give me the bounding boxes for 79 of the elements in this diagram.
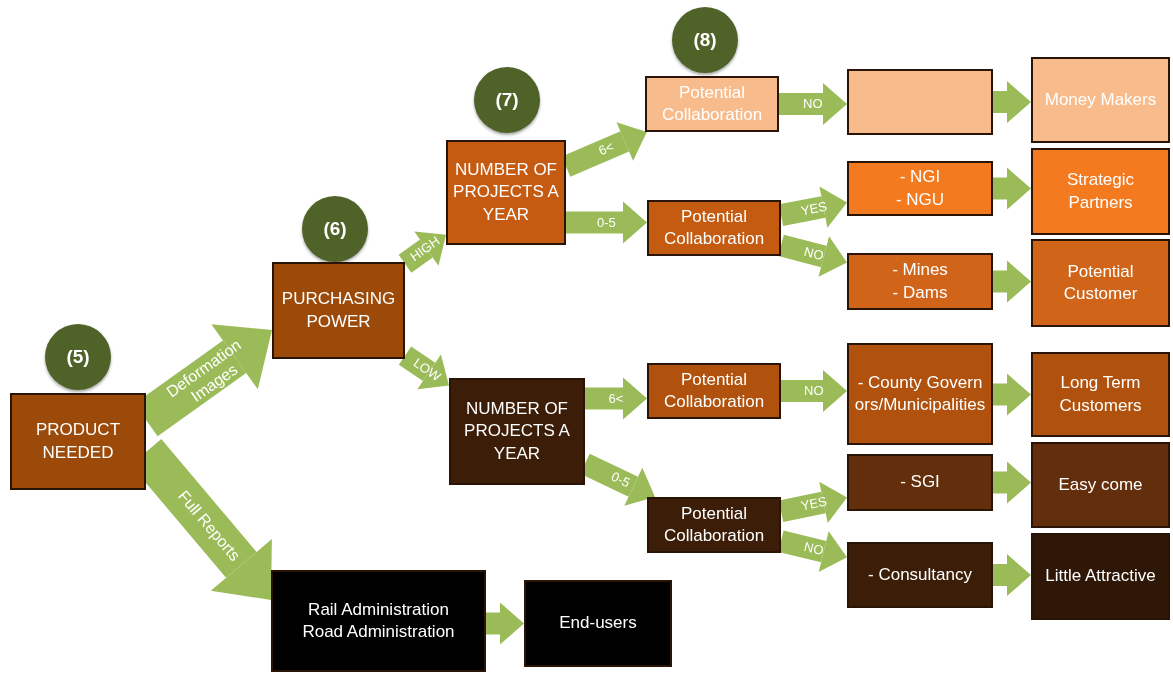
- box-label: - Dams: [892, 281, 948, 304]
- process-box: [847, 69, 993, 135]
- edge-label: LOW: [410, 356, 444, 385]
- box-label: PURCHASING POWER: [280, 288, 397, 333]
- box-label: Potential Customer: [1062, 260, 1139, 305]
- arrow: [398, 346, 449, 390]
- box-label: Little Attractive: [1045, 565, 1156, 588]
- box-label: Money Makers: [1044, 88, 1157, 111]
- box-label: PRODUCT NEEDED: [34, 419, 122, 464]
- step-number: (5): [66, 344, 90, 369]
- edge-label: 0-5: [597, 215, 616, 230]
- arrow: [779, 83, 847, 125]
- box-label: Easy come: [1058, 473, 1143, 496]
- box-label: Potential Collaboration: [662, 205, 766, 250]
- process-box: [449, 378, 585, 485]
- process-box: [524, 580, 672, 667]
- box-label: Strategic Partners: [1065, 169, 1136, 214]
- box-label: End-users: [559, 612, 637, 635]
- arrow: [993, 461, 1031, 504]
- process-box: [847, 542, 993, 608]
- arrow: [993, 81, 1031, 123]
- process-box: [647, 363, 781, 419]
- arrow: [993, 554, 1031, 596]
- process-box: [847, 161, 993, 216]
- arrow: [566, 201, 647, 244]
- box-label: - SGI: [900, 471, 940, 494]
- step-badge: [45, 324, 111, 390]
- box-label: NUMBER OF PROJECTS A YEAR: [452, 159, 560, 226]
- edge-label: YES: [799, 494, 829, 515]
- box-label: - County Governors/Municipalities: [853, 371, 987, 416]
- box-label: Potential Collaboration: [660, 81, 764, 126]
- edge-label: 6<: [596, 140, 616, 159]
- arrow: [993, 373, 1031, 416]
- process-box: [847, 343, 993, 445]
- process-box: [645, 76, 779, 132]
- process-box: [271, 570, 486, 672]
- edge-label: 0-5: [608, 470, 632, 491]
- box-label: - Consultancy: [868, 563, 972, 586]
- process-box: [1031, 148, 1170, 235]
- arrow: [486, 602, 524, 645]
- step-badge: [672, 7, 738, 73]
- process-box: [272, 262, 405, 359]
- edge-label: 6<: [608, 391, 624, 406]
- process-box: [847, 253, 993, 310]
- step-number: (7): [495, 87, 519, 112]
- arrow: [993, 167, 1031, 210]
- process-box: [647, 497, 781, 553]
- process-box: [10, 393, 146, 490]
- box-label: Rail Administration: [308, 598, 449, 621]
- edge-label: YES: [799, 199, 829, 219]
- edge-label: NO: [802, 244, 825, 264]
- step-number: (8): [693, 27, 717, 52]
- arrow: [398, 231, 446, 273]
- edge-label: NO: [803, 97, 823, 112]
- arrow: [585, 377, 647, 420]
- box-label: - NGI: [899, 166, 941, 189]
- box-label: Potential Collaboration: [662, 368, 766, 413]
- process-box: [446, 140, 566, 245]
- box-label: - NGU: [895, 188, 945, 211]
- process-box: [1031, 442, 1170, 528]
- step-badge: [474, 67, 540, 133]
- arrow: [781, 370, 847, 412]
- box-label: - Mines: [892, 259, 948, 282]
- process-box: [1031, 352, 1170, 437]
- process-box: [1031, 57, 1170, 143]
- box-label: Long Term Customers: [1058, 372, 1143, 417]
- process-box: [847, 454, 993, 511]
- arrow: [993, 260, 1031, 303]
- step-badge: [302, 196, 368, 262]
- box-label: NUMBER OF PROJECTS A YEAR: [463, 398, 571, 465]
- edge-label: NO: [802, 540, 825, 559]
- box-label: Potential Collaboration: [662, 502, 766, 547]
- process-box: [647, 200, 781, 256]
- arrow: [778, 234, 847, 277]
- process-box: [1031, 239, 1170, 327]
- process-box: [1031, 533, 1170, 620]
- box-label: Road Administration: [302, 621, 455, 643]
- edge-label: NO: [804, 384, 824, 399]
- step-number: (6): [323, 216, 347, 241]
